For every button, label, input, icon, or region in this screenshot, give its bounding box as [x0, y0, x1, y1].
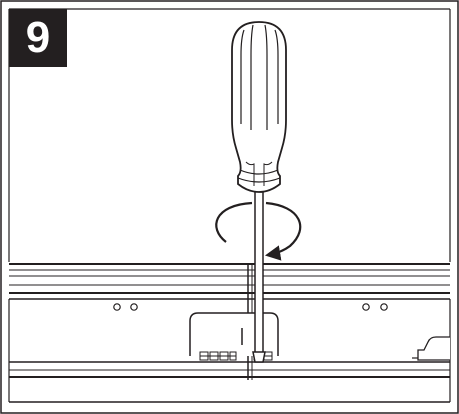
top-rail: [9, 263, 450, 300]
screwdriver-shaft: [252, 185, 266, 363]
side-clip: [417, 336, 450, 361]
bottom-rail: [9, 361, 450, 403]
mounting-holes: [113, 303, 388, 311]
step-number-badge: 9: [9, 9, 67, 67]
bracket: [189, 312, 279, 356]
screwdriver-handle: [231, 21, 287, 193]
rotation-arrow: [215, 201, 302, 261]
